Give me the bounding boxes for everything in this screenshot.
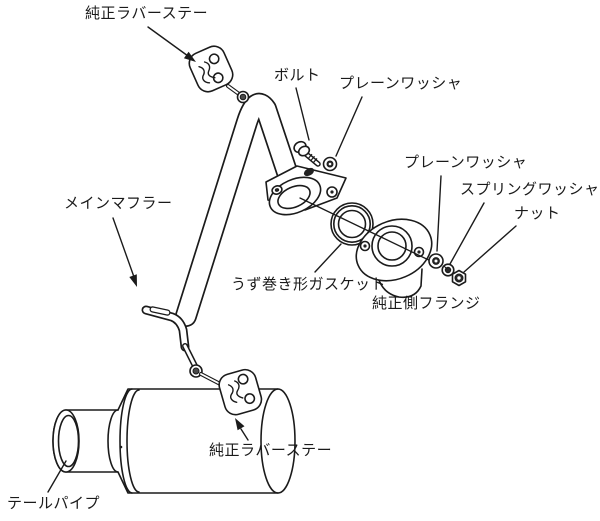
rubber-stay-top-part — [188, 45, 234, 93]
bracket-slot — [149, 306, 171, 316]
inlet-pipe-drawing — [175, 92, 304, 327]
leader-rubber-stay-top — [147, 26, 189, 57]
leader-gasket — [314, 243, 342, 273]
arrowhead-main-muffler — [129, 274, 137, 287]
plain-washer-top-part — [322, 156, 338, 172]
label-tail-pipe: テールパイプ — [7, 494, 101, 512]
top-hanger-drawing — [188, 45, 250, 104]
arrowhead-rubber-stay-top — [183, 51, 196, 62]
leader-lines — [47, 26, 517, 493]
bolt-hole-socket — [303, 167, 315, 177]
label-rubber-stay-bottom: 純正ラバーステー — [209, 441, 333, 459]
nut-part — [451, 269, 467, 287]
leader-plain-washer-top — [335, 96, 363, 157]
leader-plain-washer-right — [436, 175, 442, 252]
leader-nut — [463, 225, 517, 273]
pipe-flange-drawing — [265, 165, 347, 216]
label-nut: ナット — [514, 204, 561, 222]
leader-main-muffler — [112, 217, 135, 278]
label-plain-washer-right: プレーンワッシャ — [404, 153, 528, 171]
gasket-part — [330, 202, 374, 246]
main-muffler-drawing — [52, 388, 296, 494]
assembly-axis-line — [299, 197, 438, 265]
label-gasket: うず巻き形ガスケット — [231, 275, 387, 293]
spring-washer-part — [441, 263, 455, 277]
label-spring-washer: スプリングワッシャ — [460, 180, 600, 198]
bolt-part — [293, 140, 321, 167]
label-rubber-stay-top: 純正ラバーステー — [85, 4, 209, 22]
label-plain-washer-top: プレーンワッシャ — [339, 74, 463, 92]
leader-tail-pipe — [47, 460, 67, 493]
label-bolt: ボルト — [274, 66, 321, 84]
leader-spring-washer — [449, 202, 485, 265]
leader-bolt — [295, 87, 310, 141]
arrowhead-rubber-stay-bottom — [235, 418, 245, 431]
leader-rubber-stay-bottom — [240, 428, 249, 441]
plain-washer-right-part — [428, 253, 444, 269]
label-oem-flange: 純正側フランジ — [372, 294, 481, 312]
label-main-muffler: メインマフラー — [64, 194, 173, 212]
bottom-hanger-drawing — [141, 305, 263, 416]
rubber-stay-bottom-part — [218, 368, 263, 416]
